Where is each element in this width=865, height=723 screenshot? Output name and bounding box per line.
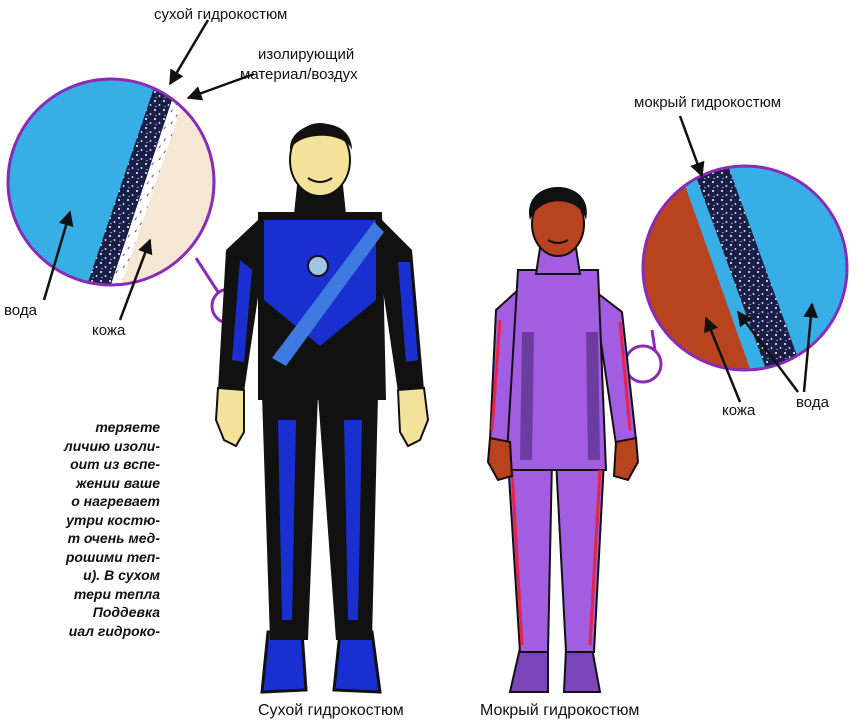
wet-suit-leg-left [508,460,552,652]
wet-suit-leg-right [556,460,604,652]
callout-connector-left [196,258,218,292]
dry-suit-boot-left [262,632,306,692]
dry-suit-boot-right [334,632,380,692]
wet-suit-boot-right [564,648,600,692]
side-text-line: тери тепла [0,585,160,604]
label-dry-suit-layer: сухой гидрокостюм [154,6,287,24]
label-skin-right: кожа [722,402,755,420]
side-text-line: личию изоли- [0,437,160,456]
label-water-left: вода [4,302,37,320]
arrow-wet-suit-label [680,116,702,176]
side-text-line: Поддевка [0,603,160,622]
side-text-line: жении ваше [0,474,160,493]
side-text-line: иал гидроко- [0,622,160,641]
side-text-line: рошими теп- [0,548,160,567]
dry-suit-hand-right [398,388,428,446]
wet-suit-side-panel-left [520,332,534,460]
dry-suit-figure [216,124,428,692]
label-insulating-line1: изолирующий [258,46,354,64]
wet-suit-hand-right [614,438,638,480]
side-text-line: т очень мед- [0,529,160,548]
label-skin-left: кожа [92,322,125,340]
dry-suit-cross-section [0,70,246,323]
dry-suit-hand-left [216,388,244,446]
side-text-line: теряете [0,418,160,437]
caption-dry-suit: Сухой гидрокостюм [258,702,404,720]
label-insulating-line2: материал/воздух [240,66,358,84]
wet-suit-figure [488,187,638,692]
side-text-line: и). В сухом [0,566,160,585]
label-water-right: вода [796,394,829,412]
arrow-dry-suit-label [170,20,208,84]
inflator-valve [308,256,328,276]
wet-suit-boot-left [510,648,548,692]
wet-suit-hand-left [488,438,512,480]
caption-wet-suit: Мокрый гидрокостюм [480,702,639,720]
wet-suit-side-panel-right [586,332,600,460]
wet-suit-cross-section [625,160,860,382]
side-text-line: оит из вспе- [0,455,160,474]
side-text-line: утри костю- [0,511,160,530]
label-wet-suit-layer: мокрый гидрокостюм [634,94,781,112]
callout-origin-right [625,346,661,382]
side-paragraph: теряете личию изоли- оит из вспе- жении … [0,418,160,640]
side-text-line: о нагревает [0,492,160,511]
